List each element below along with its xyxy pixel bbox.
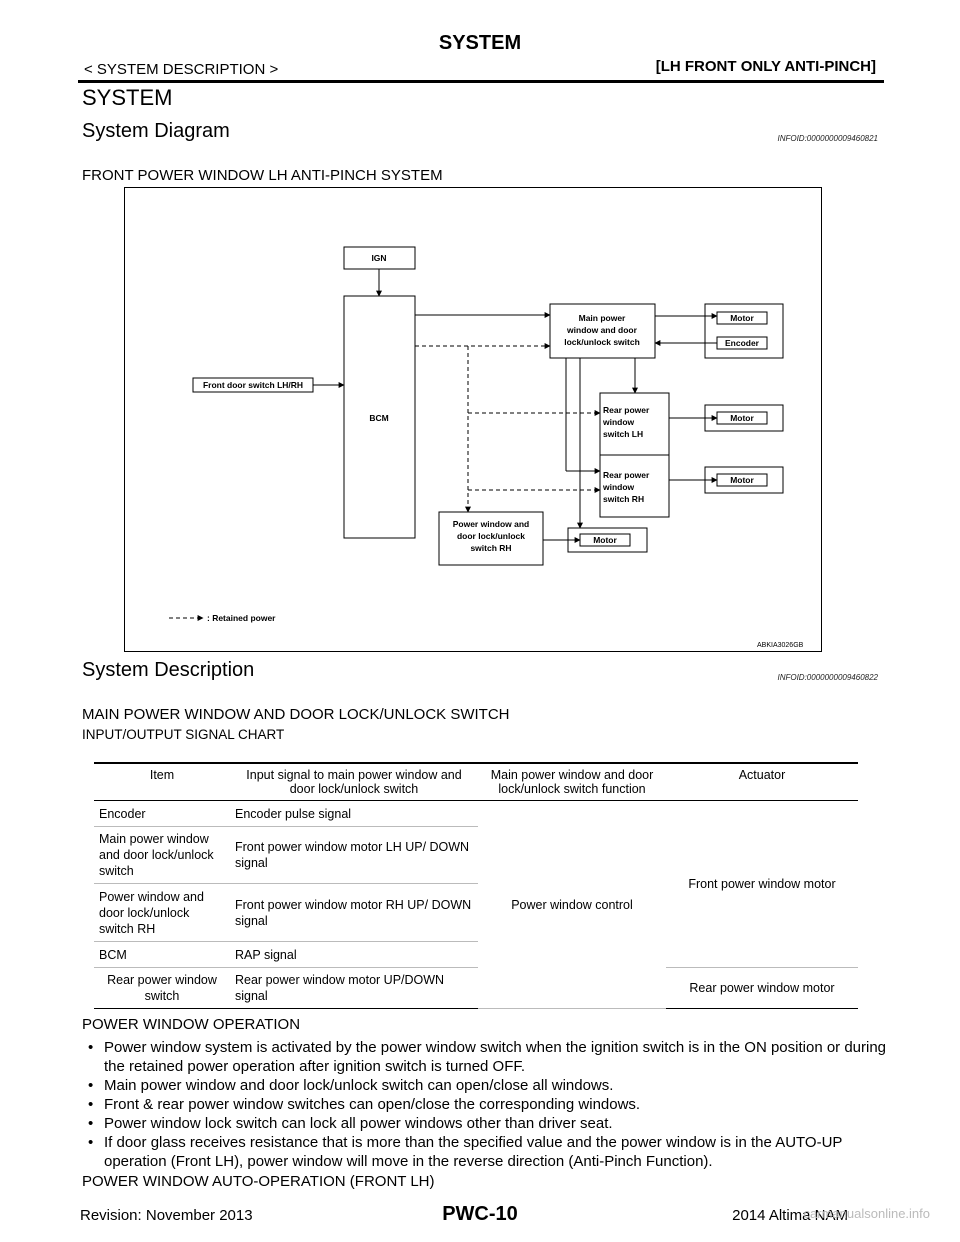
main-switch-label-1: Main power: [579, 313, 626, 323]
pw-rh-label-3: switch RH: [470, 543, 511, 553]
operation-bullets: Power window system is activated by the …: [82, 1038, 892, 1171]
bullet-item: Main power window and door lock/unlock s…: [82, 1076, 892, 1095]
cell-item: Encoder: [94, 800, 230, 827]
bcm-label: BCM: [369, 413, 388, 423]
header-item: Item: [94, 762, 230, 801]
cell-actuator-front: Front power window motor: [666, 800, 858, 968]
rear-lh-label-3: switch LH: [603, 429, 643, 439]
motor-label-4: Motor: [593, 535, 617, 545]
header-function: Main power window and door lock/unlock s…: [478, 762, 666, 801]
cell-signal: Encoder pulse signal: [230, 800, 478, 827]
motor-label-1: Motor: [730, 313, 754, 323]
table-header-row: Item Input signal to main power window a…: [94, 762, 858, 801]
rear-rh-label-2: window: [602, 482, 635, 492]
auto-operation-heading: POWER WINDOW AUTO-OPERATION (FRONT LH): [82, 1173, 435, 1190]
encoder-label: Encoder: [725, 338, 760, 348]
section-title: SYSTEM: [82, 85, 173, 110]
cell-item: Rear power window switch: [94, 967, 230, 1009]
motor-label-3: Motor: [730, 475, 754, 485]
subheading-main-switch: MAIN POWER WINDOW AND DOOR LOCK/UNLOCK S…: [82, 706, 510, 723]
cell-signal: Front power window motor LH UP/ DOWN sig…: [230, 826, 478, 884]
legend-label: : Retained power: [207, 613, 276, 623]
table-row: Encoder Encoder pulse signal Power windo…: [94, 800, 858, 1009]
bullet-item: Power window lock switch can lock all po…: [82, 1114, 892, 1133]
rear-rh-label-3: switch RH: [603, 494, 644, 504]
cell-signal: RAP signal: [230, 941, 478, 968]
system-description-heading: System Description: [82, 659, 255, 681]
main-switch-label-2: window and door: [566, 325, 638, 335]
pw-rh-label-2: door lock/unlock: [457, 531, 525, 541]
bullet-item: If door glass receives resistance that i…: [82, 1133, 892, 1171]
header-section-label: [LH FRONT ONLY ANTI-PINCH]: [655, 58, 876, 75]
rear-rh-label-1: Rear power: [603, 470, 650, 480]
bullet-item: Front & rear power window switches can o…: [82, 1095, 892, 1114]
breadcrumb: < SYSTEM DESCRIPTION >: [84, 61, 279, 78]
motor-encoder-group-box: [704, 303, 784, 359]
ign-label: IGN: [371, 253, 386, 263]
rear-lh-label-1: Rear power: [603, 405, 650, 415]
cell-signal: Rear power window motor UP/DOWN signal: [230, 967, 478, 1009]
cell-signal: Front power window motor RH UP/ DOWN sig…: [230, 883, 478, 942]
model-label: 2014 Altima NAM: [732, 1207, 848, 1224]
bullet-item: Power window system is activated by the …: [82, 1038, 892, 1076]
header-rule: [78, 80, 884, 83]
diagram-caption: FRONT POWER WINDOW LH ANTI-PINCH SYSTEM: [82, 167, 443, 184]
chart-title: INPUT/OUTPUT SIGNAL CHART: [82, 727, 285, 742]
system-diagram-infoid: INFOID:0000000009460821: [777, 134, 878, 143]
page-number: PWC-10: [442, 1203, 518, 1225]
header-actuator: Actuator: [666, 762, 858, 801]
cell-function: Power window control: [478, 800, 666, 1009]
operation-heading: POWER WINDOW OPERATION: [82, 1016, 301, 1033]
cell-item: Main power window and door lock/unlock s…: [94, 826, 230, 884]
table-row: BCM RAP signal: [94, 941, 858, 968]
cell-item: Power window and door lock/unlock switch…: [94, 883, 230, 942]
figure-id: ABKIA3026GB: [757, 642, 804, 649]
rear-lh-label-2: window: [602, 417, 635, 427]
table-row: Main power window and door lock/unlock s…: [94, 826, 858, 884]
rear-rh-box: [599, 454, 670, 518]
table-row: Power window and door lock/unlock switch…: [94, 883, 858, 942]
motor-label-2: Motor: [730, 413, 754, 423]
pw-rh-box: [438, 511, 544, 566]
front-door-switch-label: Front door switch LH/RH: [203, 380, 303, 390]
cell-item: BCM: [94, 941, 230, 968]
system-diagram: IGN BCM Front door switch LH/RH Main pow…: [124, 187, 822, 652]
system-diagram-heading: System Diagram: [82, 120, 230, 142]
watermark: carmanualsonline.info: [803, 1206, 930, 1221]
revision-label: Revision: November 2013: [80, 1207, 253, 1224]
cell-actuator-rear: Rear power window motor: [666, 967, 858, 1009]
io-signal-table: Item Input signal to main power window a…: [94, 762, 858, 1009]
main-switch-box: [549, 303, 656, 359]
system-diagram-svg: IGN BCM Front door switch LH/RH Main pow…: [169, 246, 804, 649]
pw-rh-label-1: Power window and: [453, 519, 530, 529]
main-switch-label-3: lock/unlock switch: [564, 337, 640, 347]
page-header-title: SYSTEM: [438, 32, 522, 54]
header-input-signal: Input signal to main power window and do…: [230, 762, 478, 801]
table-row: Rear power window switch Rear power wind…: [94, 967, 858, 1009]
system-description-infoid: INFOID:0000000009460822: [777, 673, 878, 682]
